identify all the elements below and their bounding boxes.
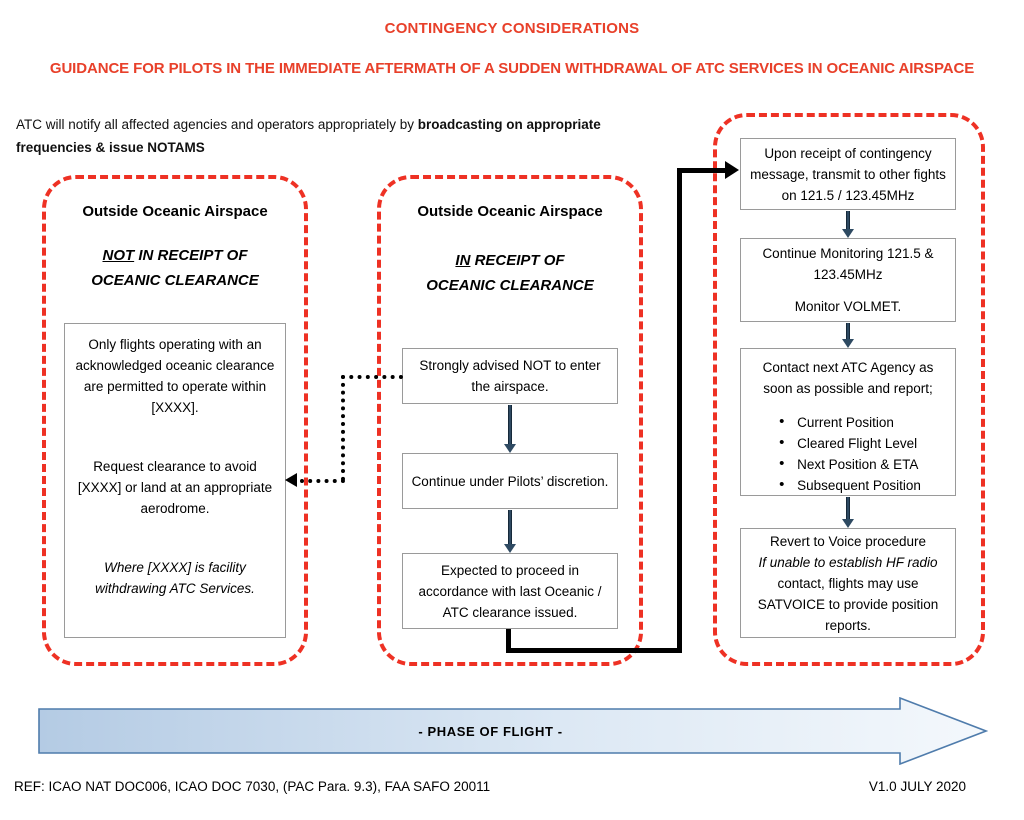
group-outside-oceanic-in-receipt (377, 175, 643, 666)
footer-reference: REF: ICAO NAT DOC006, ICAO DOC 7030, (PA… (14, 779, 491, 794)
left-subheading-emphasis: NOT (102, 247, 135, 264)
list-item: Current Position (775, 411, 921, 433)
connector-dotted-top-horizontal (341, 375, 403, 379)
connector-dotted-vertical (341, 375, 345, 481)
right-box-4-body: If unable to establish HF radio contact,… (749, 552, 947, 636)
left-detail-box: Only flights operating with an acknowled… (64, 323, 286, 638)
connector-mid-to-right-vertical-start (506, 629, 511, 653)
arrow-right-2-to-3 (842, 323, 854, 348)
middle-box-3: Expected to proceed in accordance with l… (402, 553, 618, 629)
left-column-subheading: NOT IN RECEIPT OF OCEANIC CLEARANCE (42, 243, 308, 293)
middle-column-subheading: IN RECEIPT OF OCEANIC CLEARANCE (377, 248, 643, 298)
left-box-para-2: Request clearance to avoid [XXXX] or lan… (77, 459, 273, 516)
right-box-1: Upon receipt of contingency message, tra… (740, 138, 956, 210)
right-box-3-bullet-list: Current Position Cleared Flight Level Ne… (775, 411, 921, 496)
middle-column-heading: Outside Oceanic Airspace (417, 203, 603, 220)
right-box-4: Revert to Voice procedure If unable to e… (740, 528, 956, 638)
intro-bold-text: broadcasting on appropriate frequencies … (16, 117, 601, 155)
arrow-middle-2-to-3 (504, 510, 516, 553)
middle-subheading-emphasis: IN (455, 252, 471, 269)
connector-mid-to-right-horizontal-top (677, 168, 727, 173)
list-item: Next Position & ETA (775, 453, 921, 475)
phase-of-flight-arrow: - PHASE OF FLIGHT - (38, 696, 989, 766)
page-subtitle: GUIDANCE FOR PILOTS IN THE IMMEDIATE AFT… (49, 60, 975, 77)
right-box-4-line-1: Revert to Voice procedure (769, 533, 927, 549)
left-subheading-rest: IN RECEIPT OF (134, 247, 248, 264)
page-title: CONTINGENCY CONSIDERATIONS (384, 20, 640, 37)
middle-box-2: Continue under Pilots’ discretion. (402, 453, 618, 509)
middle-subheading-rest: RECEIPT OF (470, 252, 565, 269)
connector-mid-to-right-horizontal-bottom (506, 648, 682, 653)
right-box-2-line-1: Continue Monitoring 121.5 & 123.45MHz (762, 246, 934, 282)
intro-note: ATC will notify all affected agencies an… (16, 113, 616, 159)
left-subheading-line2: OCEANIC CLEARANCE (91, 272, 259, 289)
list-item: Subsequent Position (775, 474, 921, 496)
connector-mid-to-right-vertical (677, 168, 682, 653)
arrow-right-1-to-2 (842, 211, 854, 238)
left-column-heading: Outside Oceanic Airspace (82, 203, 268, 220)
arrow-right-3-to-4 (842, 497, 854, 528)
left-box-para-3: Where [XXXX] is facility withdrawing ATC… (95, 560, 255, 596)
connector-mid-to-right-arrowhead (725, 161, 739, 179)
middle-box-1: Strongly advised NOT to enter the airspa… (402, 348, 618, 404)
group-outside-oceanic-not-in-receipt (42, 175, 308, 666)
right-box-3-heading: Contact next ATC Agency as soon as possi… (762, 360, 934, 396)
right-box-4-rest: contact, flights may use SATVOICE to pro… (757, 575, 939, 633)
right-box-2: Continue Monitoring 121.5 & 123.45MHz Mo… (740, 238, 956, 322)
left-box-para-1: Only flights operating with an acknowled… (75, 337, 275, 415)
right-box-2-line-2: Monitor VOLMET. (794, 299, 902, 314)
right-box-3: Contact next ATC Agency as soon as possi… (740, 348, 956, 496)
list-item: Cleared Flight Level (775, 432, 921, 454)
connector-dotted-arrowhead (285, 473, 297, 487)
arrow-middle-1-to-2 (504, 405, 516, 453)
group-contingency-actions (713, 113, 985, 666)
intro-normal-text: ATC will notify all affected agencies an… (16, 117, 418, 132)
footer-version: V1.0 JULY 2020 (868, 779, 966, 794)
middle-subheading-line2: OCEANIC CLEARANCE (426, 277, 594, 294)
phase-arrow-shape (38, 696, 989, 766)
right-box-4-italic: If unable to establish HF radio (758, 554, 938, 570)
connector-dotted-bottom-horizontal (300, 479, 345, 483)
